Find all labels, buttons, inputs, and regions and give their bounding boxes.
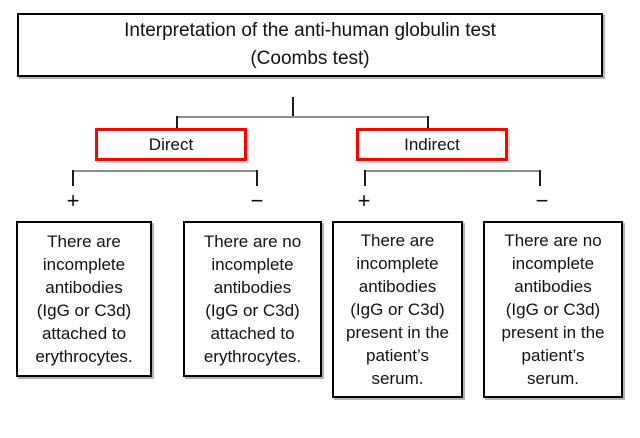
indirect-positive-sign: + [357,188,371,213]
connector-direct-positive-drop [72,170,74,186]
direct-positive-sign: + [66,188,80,213]
connector-indirect-bracket [364,170,541,172]
connector-direct-bracket [72,170,258,172]
result-box-indirect-positive: There are incomplete antibodies (IgG or … [332,221,463,398]
direct-negative-sign: − [250,188,264,213]
branch-box-direct: Direct [95,128,247,161]
result-text-direct-positive: There are incomplete antibodies (IgG or … [35,232,133,366]
branch-label-direct: Direct [148,134,194,154]
connector-direct-negative-drop [256,170,258,186]
connector-drop-indirect [427,116,429,129]
branch-box-indirect: Indirect [356,128,508,161]
diagram-title-box: Interpretation of the anti-human globuli… [17,13,603,77]
indirect-negative-sign: − [535,188,549,213]
result-text-indirect-negative: There are no incomplete antibodies (IgG … [501,231,605,388]
result-box-direct-positive: There are incomplete antibodies (IgG or … [16,221,152,377]
connector-stem [292,97,294,117]
connector-indirect-positive-drop [364,170,366,186]
result-box-direct-negative: There are no incomplete antibodies (IgG … [183,221,322,377]
result-text-direct-negative: There are no incomplete antibodies (IgG … [203,232,302,366]
diagram-title: Interpretation of the anti-human globuli… [124,20,496,69]
result-box-indirect-negative: There are no incomplete antibodies (IgG … [483,221,623,398]
connector-top-bracket [176,116,429,118]
connector-indirect-negative-drop [539,170,541,186]
result-text-indirect-positive: There are incomplete antibodies (IgG or … [345,231,449,388]
connector-drop-direct [176,116,178,129]
branch-label-indirect: Indirect [404,134,460,154]
